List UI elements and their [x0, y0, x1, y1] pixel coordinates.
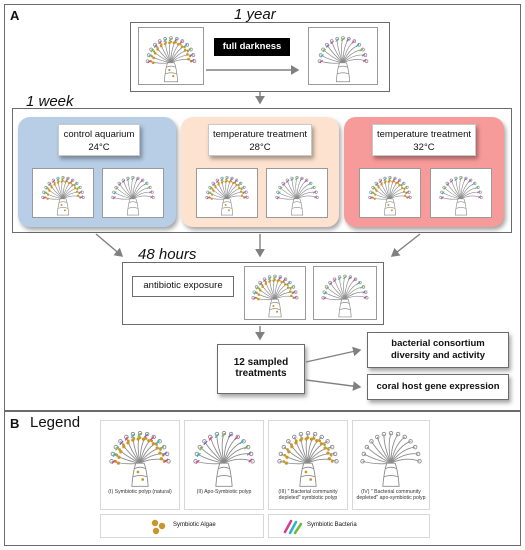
legend-caption-2: (II) Apo-Symbiotic polyp [196, 489, 252, 495]
legend-caption-3: (III) " Bacterial community depleted" sy… [278, 489, 338, 501]
bacteria-symbol-icon [283, 519, 303, 535]
treatment-32-label: temperature treatment 32°C [372, 124, 476, 156]
legend-cell-1: (I) Symbiotic polyp (natural) [100, 420, 180, 510]
stage1-apo-polyp [308, 27, 378, 85]
coral-polyp-illustration [317, 36, 369, 83]
coral-polyp-illustration [368, 176, 412, 216]
legend-caption-4: (IV) " Bacterial community depleted" apo… [356, 489, 426, 501]
coral-polyp-illustration [275, 176, 319, 216]
coral-polyp-illustration [321, 274, 369, 318]
treatment-32-polyp-sym [359, 168, 421, 218]
antibiotic-exposure-label: antibiotic exposure [132, 276, 234, 297]
panel-b-letter: B [10, 416, 20, 431]
panel-b-frame [4, 411, 521, 546]
coral-polyp-illustration [205, 176, 249, 216]
treatment-control-polyp-apo [102, 168, 164, 218]
legend-cell-4: (IV) " Bacterial community depleted" apo… [352, 420, 430, 510]
treatment-32-temp: 32°C [413, 142, 435, 153]
sampled-treatments-box: 12 sampled treatments [217, 344, 305, 394]
stage3-duration: 48 hours [138, 246, 197, 263]
coral-polyp-illustration [251, 274, 299, 318]
treatment-28-name: temperature treatment [213, 129, 307, 140]
panel-a-letter: A [10, 8, 20, 23]
coral-polyp-illustration [41, 176, 85, 216]
stage1-symbiotic-polyp [138, 27, 204, 85]
treatment-control-label: control aquarium 24°C [58, 124, 140, 156]
sampled-line2: treatments [235, 368, 287, 379]
gene-expression-box: coral host gene expression [367, 374, 509, 400]
coral-polyp-illustration [193, 430, 255, 487]
full-darkness-label: full darkness [214, 38, 290, 56]
sampled-line1: 12 sampled [233, 357, 289, 368]
legend-caption-1: (I) Symbiotic polyp (natural) [108, 489, 172, 495]
analysis1-line2: diversity and activity [391, 350, 485, 361]
legend-cell-3: (III) " Bacterial community depleted" sy… [268, 420, 348, 510]
panel-a-frame [4, 4, 521, 411]
coral-polyp-illustration [111, 176, 155, 216]
treatment-28-polyp-apo [266, 168, 328, 218]
treatment-control-polyp-sym [32, 168, 94, 218]
legend-cell-2: (II) Apo-Symbiotic polyp [184, 420, 264, 510]
treatment-32-name: temperature treatment [377, 129, 471, 140]
treatment-28-temp: 28°C [249, 142, 271, 153]
stage3-polyp-sym [244, 266, 306, 320]
coral-polyp-illustration [360, 430, 422, 487]
treatment-28-polyp-sym [196, 168, 258, 218]
analysis2-label: coral host gene expression [376, 381, 500, 392]
legend-title: Legend [30, 414, 81, 431]
treatment-32-polyp-apo [430, 168, 492, 218]
coral-polyp-illustration [439, 176, 483, 216]
legend-key-bacteria: Symbiotic Bacteria [268, 514, 430, 538]
coral-polyp-illustration [109, 430, 171, 487]
stage2-duration: 1 week [26, 93, 74, 110]
bacterial-consortium-box: bacterial consortium diversity and activ… [367, 332, 509, 368]
stage1-duration: 1 year [234, 6, 276, 23]
treatment-control-name: control aquarium [63, 129, 135, 140]
stage3-polyp-apo [313, 266, 377, 320]
treatment-control-temp: 24°C [88, 142, 110, 153]
legend-key-algae-label: Symbiotic Algae [173, 522, 216, 528]
algae-symbol-icon [151, 519, 166, 535]
treatment-28-label: temperature treatment 28°C [208, 124, 312, 156]
analysis1-line1: bacterial consortium [391, 338, 485, 349]
coral-polyp-illustration [145, 36, 197, 83]
legend-key-algae: Symbiotic Algae [100, 514, 264, 538]
legend-key-bacteria-label: Symbiotic Bacteria [307, 522, 357, 528]
coral-polyp-illustration [277, 430, 339, 487]
